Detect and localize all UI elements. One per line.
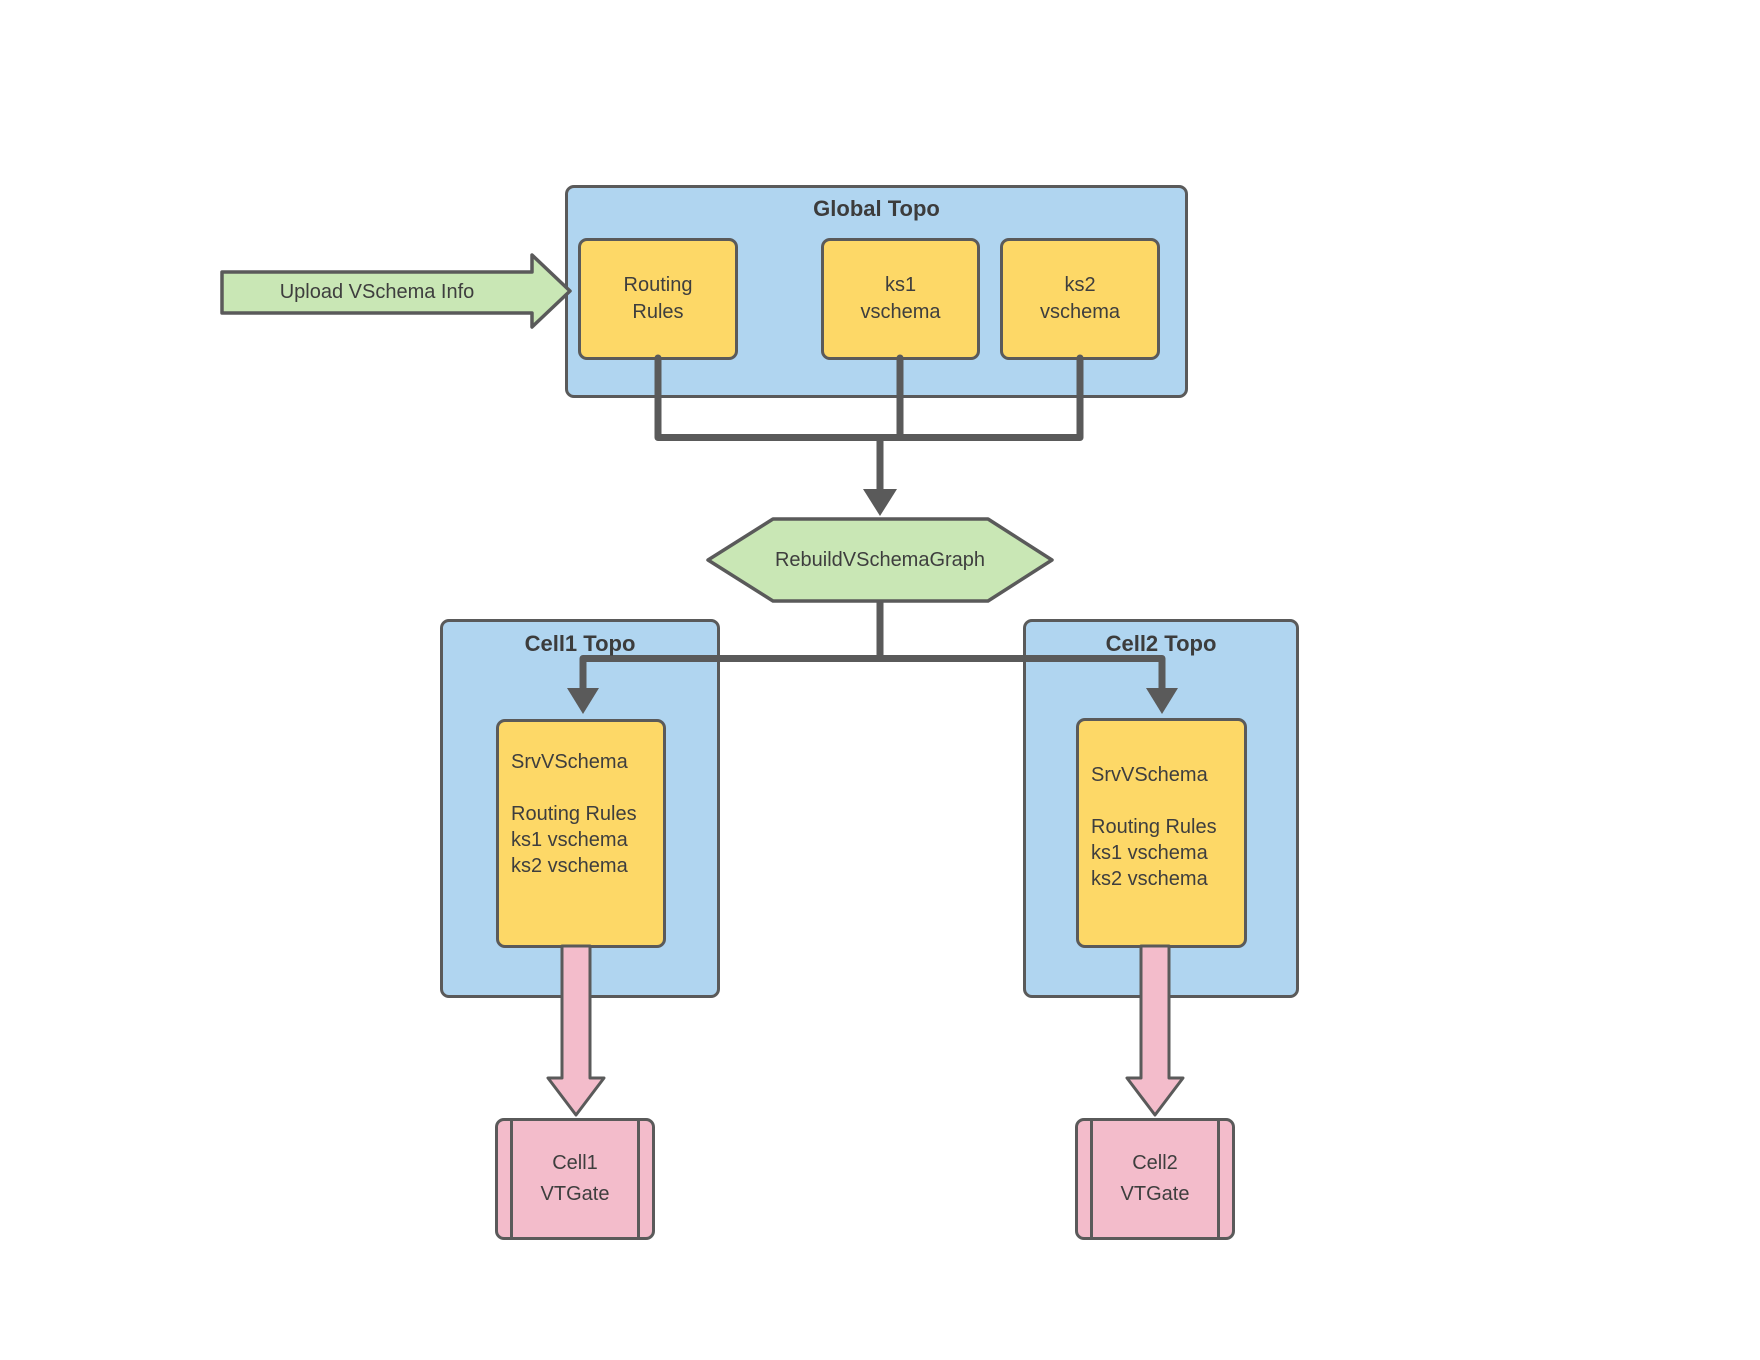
rebuild-vschemagraph-label: RebuildVSchemaGraph xyxy=(774,548,986,571)
ks1-vschema-label: ks1 vschema xyxy=(860,274,941,323)
rebuild-arrowhead-icon xyxy=(863,489,897,516)
vtgate-right-bar xyxy=(1217,1120,1220,1238)
cell2-srvvschema-text: SrvVSchema Routing Rules ks1 vschema ks2… xyxy=(1091,764,1217,890)
cell1-vtgate-label: Cell1 VTGate xyxy=(540,1152,610,1205)
cell2-srvvschema-node xyxy=(1076,718,1247,948)
vtgate-left-bar xyxy=(1090,1120,1093,1238)
cell2-vtgate-label: Cell2 VTGate xyxy=(1120,1152,1190,1205)
vtgate-left-bar xyxy=(510,1120,513,1238)
cell1-srvvschema-text: SrvVSchema Routing Rules ks1 vschema ks2… xyxy=(511,751,637,877)
upload-vschema-label: Upload VSchema Info xyxy=(279,281,475,303)
vtgate-right-bar xyxy=(637,1120,640,1238)
cell2-vtgate-node xyxy=(1075,1118,1235,1240)
ks2-vschema-node xyxy=(1000,238,1160,360)
cell2-topo-title: Cell2 Topo xyxy=(1105,631,1217,656)
cell1-srvvschema-node xyxy=(496,719,666,948)
cell1-vtgate-node xyxy=(495,1118,655,1240)
ks2-vschema-label: ks2 vschema xyxy=(1039,274,1121,323)
cell1-topo-title: Cell1 Topo xyxy=(524,631,636,656)
routing-rules-label: Routing Rules xyxy=(623,274,693,323)
routing-rules-node xyxy=(578,238,738,360)
global-topo-title: Global Topo xyxy=(813,196,940,221)
